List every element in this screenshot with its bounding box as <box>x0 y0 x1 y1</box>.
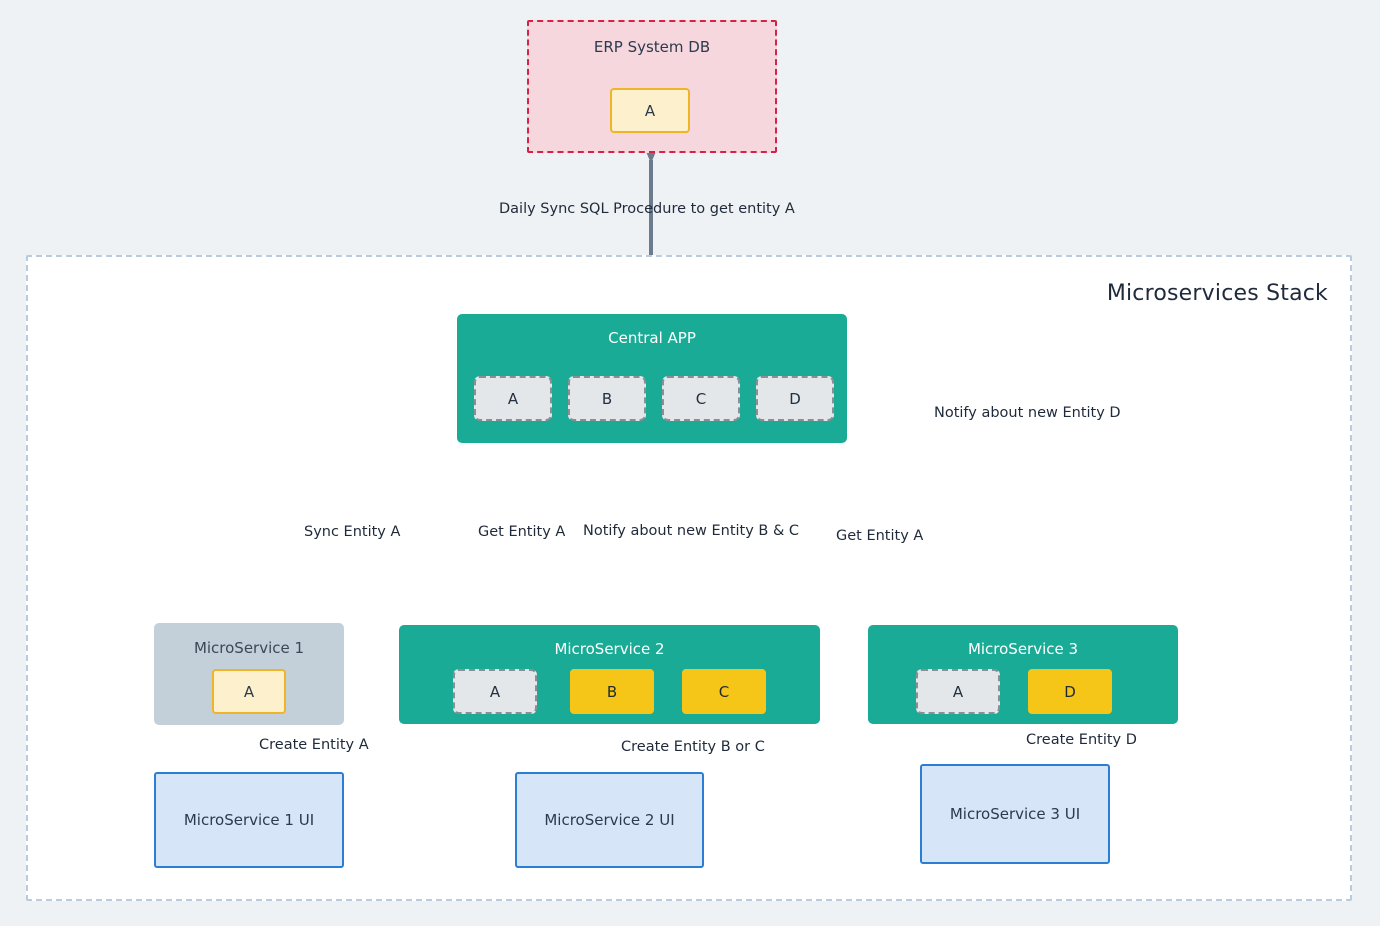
microservice-3-entity-chip-d[interactable]: D <box>1028 669 1112 714</box>
edge-label-central-ms2-get: Get Entity A <box>478 524 566 540</box>
erp-system-db-title: ERP System DB <box>593 38 711 56</box>
central-entity-chip-b[interactable]: B <box>568 376 646 421</box>
microservices-stack-label: Microservices Stack <box>1106 281 1328 306</box>
central-app-title: Central APP <box>608 329 696 347</box>
edge-label-central-ms1: Sync Entity A <box>304 524 401 540</box>
microservice-2-entity-chip-b[interactable]: B <box>570 669 654 714</box>
microservice-3-node[interactable]: MicroService 3 <box>868 625 1178 724</box>
microservice-2-entity-chip-a[interactable]: A <box>453 669 537 714</box>
microservice-3-entity-chip-a[interactable]: A <box>916 669 1000 714</box>
erp-entity-chip-a[interactable]: A <box>610 88 690 133</box>
edge-label-ui2-ms2: Create Entity B or C <box>621 739 765 755</box>
central-entity-chip-d[interactable]: D <box>756 376 834 421</box>
edge-label-ms3-central-notify: Notify about new Entity D <box>934 405 1121 421</box>
edge-label-ui1-ms1: Create Entity A <box>259 737 369 753</box>
edge-label-erp-central: Daily Sync SQL Procedure to get entity A <box>499 201 795 217</box>
microservice-1-title: MicroService 1 <box>193 639 305 657</box>
central-entity-chip-a[interactable]: A <box>474 376 552 421</box>
edge-label-ui3-ms3: Create Entity D <box>1026 732 1137 748</box>
edge-label-ms2-central-notify: Notify about new Entity B & C <box>583 523 800 539</box>
microservice-2-title: MicroService 2 <box>554 640 665 658</box>
microservice-1-entity-chip-a[interactable]: A <box>212 669 286 714</box>
microservice-3-title: MicroService 3 <box>967 640 1079 658</box>
microservice-2-entity-chip-c[interactable]: C <box>682 669 766 714</box>
edge-label-central-ms3-get: Get Entity A <box>836 528 924 544</box>
microservice-3-ui-node[interactable]: MicroService 3 UI <box>920 764 1110 864</box>
microservice-2-ui-node[interactable]: MicroService 2 UI <box>515 772 704 868</box>
central-entity-chip-c[interactable]: C <box>662 376 740 421</box>
erp-system-db-node[interactable]: ERP System DB <box>527 20 777 153</box>
microservice-1-ui-node[interactable]: MicroService 1 UI <box>154 772 344 868</box>
